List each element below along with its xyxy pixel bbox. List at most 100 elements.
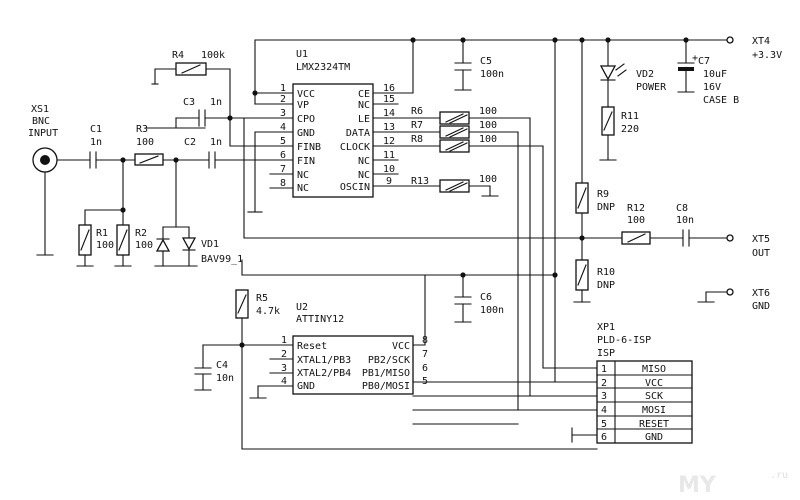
svg-text:XT5: XT5 [752, 234, 770, 245]
terminal-xt4-label: XT4 +3.3V [752, 36, 782, 61]
u2-part: ATTINY12 [296, 314, 344, 325]
svg-text:R1: R1 [96, 228, 108, 239]
svg-text:1: 1 [280, 83, 286, 94]
svg-text:100: 100 [135, 240, 153, 251]
svg-text:10uF: 10uF [703, 69, 727, 80]
svg-text:3: 3 [280, 108, 286, 119]
svg-text:6: 6 [280, 150, 286, 161]
svg-text:GND: GND [297, 128, 315, 139]
bnc-connector-xs1: XS1 BNC INPUT [28, 104, 58, 173]
u1-left-pin-names: VCC VP CPO GND FINB FIN NC NC [297, 89, 321, 194]
svg-text:3: 3 [281, 363, 287, 374]
svg-text:VCC: VCC [297, 89, 315, 100]
svg-text:VCC: VCC [645, 378, 663, 389]
svg-text:PB2/SCK: PB2/SCK [368, 355, 410, 366]
svg-text:XT4: XT4 [752, 36, 770, 47]
xs1-type: BNC [32, 116, 50, 127]
capacitor-c8: C8 10n [676, 203, 694, 247]
svg-text:C8: C8 [676, 203, 688, 214]
svg-text:C6: C6 [480, 292, 492, 303]
svg-text:FIN: FIN [297, 156, 315, 167]
svg-text:100n: 100n [480, 305, 504, 316]
u1-left-pin-numbers: 1 2 3 4 5 6 7 8 [280, 83, 286, 189]
resistor-r2: R2 100 [116, 224, 153, 256]
svg-text:RESET: RESET [639, 419, 669, 430]
svg-text:CE: CE [358, 89, 370, 100]
led-vd2: VD2 POWER [599, 63, 667, 93]
svg-text:VCC: VCC [392, 341, 410, 352]
svg-text:100: 100 [479, 134, 497, 145]
svg-text:5: 5 [280, 136, 286, 147]
terminal-xt5-label: XT5 OUT [752, 234, 770, 259]
xs1-ref: XS1 [31, 104, 49, 115]
svg-text:100: 100 [136, 137, 154, 148]
svg-text:100: 100 [479, 106, 497, 117]
svg-text:OSCIN: OSCIN [340, 182, 370, 193]
svg-text:100: 100 [627, 215, 645, 226]
svg-text:GND: GND [645, 432, 663, 443]
svg-text:R8: R8 [411, 134, 423, 145]
xp1-group: ISP [597, 348, 615, 359]
svg-text:11: 11 [383, 150, 395, 161]
svg-text:12: 12 [383, 136, 395, 147]
svg-text:1: 1 [601, 364, 607, 375]
ic-u1: U1 LMX2324TM VCC VP CPO GND FINB FIN NC … [280, 49, 395, 198]
svg-text:GND: GND [297, 381, 315, 392]
terminals [726, 36, 734, 296]
svg-text:13: 13 [383, 122, 395, 133]
svg-text:R5: R5 [256, 293, 268, 304]
svg-text:XT6: XT6 [752, 288, 770, 299]
svg-text:7: 7 [422, 349, 428, 360]
svg-text:C7: C7 [698, 56, 710, 67]
svg-text:10n: 10n [216, 373, 234, 384]
svg-text:2: 2 [280, 94, 286, 105]
svg-text:MISO: MISO [642, 364, 666, 375]
svg-text:DATA: DATA [346, 128, 370, 139]
svg-text:SCK: SCK [645, 391, 663, 402]
svg-text:100k: 100k [201, 50, 225, 61]
svg-text:CPO: CPO [297, 114, 315, 125]
resistor-r11: R11 220 [601, 106, 639, 136]
svg-text:NC: NC [358, 170, 370, 181]
resistor-r12: R12 100 [621, 203, 651, 245]
svg-text:1n: 1n [210, 137, 222, 148]
svg-text:100: 100 [479, 174, 497, 185]
svg-text:R3: R3 [136, 124, 148, 135]
ic-u2: U2 ATTINY12 Reset XTAL1/PB3 XTAL2/PB4 GN… [281, 302, 428, 395]
resistor-r5: R5 4.7k [235, 289, 280, 319]
svg-text:R13: R13 [411, 176, 429, 187]
svg-text:R6: R6 [411, 106, 423, 117]
svg-text:C2: C2 [184, 137, 196, 148]
xs1-label: INPUT [28, 128, 58, 139]
svg-text:C5: C5 [480, 56, 492, 67]
svg-text:4: 4 [281, 376, 287, 387]
svg-text:C3: C3 [183, 97, 195, 108]
svg-text:4: 4 [601, 405, 607, 416]
isp-header-xp1: XP1 PLD-6-ISP ISP 1 2 3 4 5 6 MISO VCC S… [596, 322, 693, 444]
diode-vd1: VD1 BAV99_1 [155, 237, 243, 265]
svg-text:GND: GND [752, 301, 770, 312]
svg-text:+: + [692, 53, 698, 64]
resistor-r1: R1 100 [78, 224, 114, 256]
capacitor-c7: + C7 10uF 16V CASE B [677, 53, 739, 106]
capacitor-c6: C6 100n [454, 292, 504, 316]
resistor-r7: R7 100 [411, 120, 497, 139]
svg-text:3: 3 [601, 391, 607, 402]
svg-text:2: 2 [281, 349, 287, 360]
svg-text:9: 9 [386, 176, 392, 187]
xp1-part: PLD-6-ISP [597, 335, 651, 346]
svg-text:16: 16 [383, 83, 395, 94]
watermark: MY .ru [678, 470, 788, 498]
svg-text:6: 6 [601, 432, 607, 443]
svg-text:R9: R9 [597, 189, 609, 200]
svg-text:C4: C4 [216, 360, 228, 371]
svg-text:DNP: DNP [597, 202, 615, 213]
capacitor-c1: C1 1n [89, 124, 102, 169]
svg-text:NC: NC [297, 183, 309, 194]
svg-text:NC: NC [297, 170, 309, 181]
svg-text:R2: R2 [135, 228, 147, 239]
svg-text:VP: VP [297, 100, 309, 111]
svg-text:C1: C1 [90, 124, 102, 135]
ground-symbols [36, 83, 715, 443]
resistor-r6: R6 100 [411, 106, 497, 125]
